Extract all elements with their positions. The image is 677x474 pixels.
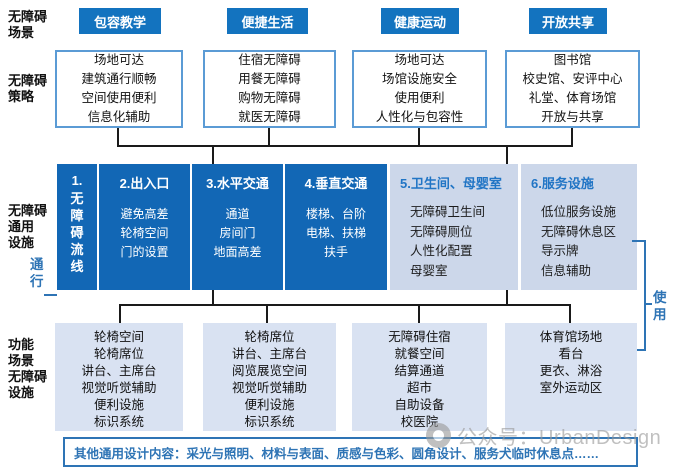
watermark-text: 公众号：UrbanDesign	[457, 427, 662, 449]
corridor-column-number: 1.	[71, 173, 83, 188]
other-universal-design-text: 其他通用设计内容：采光与照明、材料与表面、质感与色彩、圆角设计、服务犬临时休息点…	[74, 446, 600, 461]
usage-bracket-line	[632, 240, 644, 242]
scene-button-open-sharing: 开放共享	[529, 8, 607, 34]
functional-box-sports: 体育馆场地 看台 更衣、淋浴 室外运动区	[505, 323, 637, 431]
connector-line	[569, 306, 571, 323]
corridor-column-horizontal-circulation: 3.水平交通 通道 房间门 地面高差	[192, 164, 283, 290]
other-universal-design-bar: 其他通用设计内容：采光与照明、材料与表面、质感与色彩、圆角设计、服务犬临时休息点…	[63, 437, 638, 467]
corridor-column-title: 无障碍流线	[70, 191, 84, 274]
functional-box-teaching: 轮椅空间 轮椅席位 讲台、主席台 视觉听觉辅助 便利设施 标识系统	[55, 323, 183, 431]
connector-line	[212, 147, 214, 164]
row-label-scene: 无障碍 场景	[8, 9, 48, 40]
strategy-box-teaching: 场地可达 建筑通行顺畅 空间使用便利 信息化辅助	[55, 50, 183, 128]
corridor-column-title: 6.服务设施	[531, 176, 594, 191]
corridor-column-flowline: 1. 无障碍流线	[57, 164, 97, 290]
usage-bracket-line	[646, 303, 652, 305]
scene-button-inclusive-teaching: 包容教学	[79, 8, 161, 34]
connector-line	[418, 128, 420, 146]
usage-bracket-line	[644, 240, 646, 351]
usage-bracket-line	[632, 349, 644, 351]
connector-bus-top	[117, 145, 573, 147]
connector-line	[506, 290, 508, 305]
connector-line	[117, 128, 119, 146]
functional-box-living: 无障碍住宿 就餐空间 结算通道 超市 自助设备 校医院	[352, 323, 487, 431]
watermark: 公众号：UrbanDesign	[426, 421, 661, 450]
corridor-column-title: 5.卫生间、母婴室	[400, 176, 502, 191]
passage-connector-line	[44, 294, 57, 296]
strategy-box-sharing: 图书馆 校史馆、安评中心 礼堂、体育场馆 开放与共享	[505, 50, 640, 128]
corridor-column-items: 楼梯、台阶 电梯、扶梯 扶手	[305, 207, 366, 259]
corridor-column-items: 通道 房间门 地面高差	[213, 207, 262, 259]
corridor-column-title: 2.出入口	[119, 176, 170, 191]
corridor-column-title: 3.水平交通	[206, 176, 269, 191]
functional-box-library: 轮椅席位 讲台、主席台 阅览展览空间 视觉听觉辅助 便利设施 标识系统	[203, 323, 336, 431]
connector-line	[119, 306, 121, 323]
row-label-strategy: 无障碍 策略	[8, 73, 48, 104]
connector-line	[571, 128, 573, 146]
connector-bus-bottom	[119, 304, 571, 306]
scene-button-convenient-living: 便捷生活	[227, 8, 308, 34]
corridor-column-items: 无障碍卫生间 无障碍厕位 人性化配置 母婴室	[410, 205, 486, 278]
connector-line	[266, 306, 268, 323]
corridor-column-entrances: 2.出入口 避免高差 轮椅空间 门的设置	[99, 164, 190, 290]
corridor-column-service-facilities: 6.服务设施 低位服务设施 无障碍休息区 导示牌 信息辅助	[521, 164, 637, 290]
corridor-column-items: 避免高差 轮椅空间 门的设置	[120, 207, 169, 259]
corridor-column-items: 低位服务设施 无障碍休息区 导示牌 信息辅助	[541, 205, 617, 278]
swirl-logo-icon	[426, 423, 451, 448]
row-label-general-facilities: 无障碍 通用 设施	[8, 203, 48, 250]
connector-line	[418, 306, 420, 323]
corridor-column-vertical-circulation: 4.垂直交通 楼梯、台阶 电梯、扶梯 扶手	[285, 164, 387, 290]
row-label-functional-facilities: 功能 场景 无障碍 设施	[8, 337, 48, 400]
strategy-box-sports: 场地可达 场馆设施安全 使用便利 人性化与包容性	[352, 50, 487, 128]
scene-button-healthy-sports: 健康运动	[381, 8, 459, 34]
passage-label: 通行	[30, 257, 44, 289]
strategy-box-living: 住宿无障碍 用餐无障碍 购物无障碍 就医无障碍	[203, 50, 336, 128]
connector-line	[506, 147, 508, 164]
corridor-column-toilets-nursery: 5.卫生间、母婴室 无障碍卫生间 无障碍厕位 人性化配置 母婴室	[390, 164, 518, 290]
corridor-column-title: 4.垂直交通	[304, 176, 368, 191]
usage-label: 使用	[653, 290, 667, 322]
connector-line	[268, 128, 270, 146]
connector-line	[212, 290, 214, 305]
